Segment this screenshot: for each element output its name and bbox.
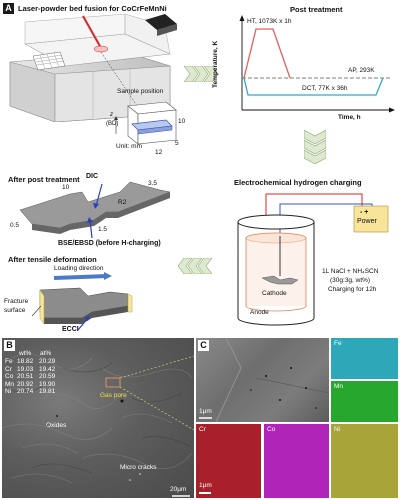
chevron-down-icon — [304, 130, 326, 164]
eds-label-cr: Cr — [199, 426, 206, 433]
eds-label-fe: Fe — [334, 340, 342, 347]
panel-c: C 1μm Fe Mn Cr 1μm Co Ni — [196, 338, 398, 498]
panel-a-label: A — [3, 3, 14, 14]
comp-header-at: at% — [40, 350, 52, 357]
ht-label: HT, 1073K x 1h — [247, 18, 292, 25]
x-axis-label: Time, h — [338, 114, 361, 121]
comp-header-wt: wt% — [19, 350, 32, 357]
gas-pore-label: Gas pore — [100, 392, 127, 399]
solution-line-1: 1L NaCl + NH₄SCN — [322, 268, 379, 275]
dim-10: 10 — [178, 118, 186, 125]
dim-3-5: 3.5 — [148, 180, 158, 187]
ap-label: AP, 293K — [348, 67, 375, 74]
sample-box-diagram — [114, 101, 177, 145]
sample-position-label: Sample position — [117, 88, 164, 95]
panel-b-label: B — [4, 340, 15, 351]
cathode-label: Cathode — [262, 290, 287, 297]
eds-label-co: Co — [267, 426, 276, 433]
surface-label: surface — [4, 307, 26, 314]
y-axis-label: Temperature, K — [212, 40, 219, 88]
scale-bar-c-main: 1μm — [199, 408, 212, 415]
dim-10-specimen: 10 — [62, 184, 70, 191]
scale-bar-c-small: 1μm — [199, 482, 212, 489]
ecci-label: ECCI — [62, 326, 79, 333]
solution-line-2: (30g:3g, wt%) — [330, 277, 371, 284]
chevron-left-icon — [178, 258, 212, 274]
power-label: Power — [357, 218, 377, 225]
panel-c-se-image: C 1μm — [196, 338, 329, 422]
solution-line-3: Charging for 12h — [328, 286, 377, 293]
loading-direction-label: Loading direction — [54, 265, 104, 272]
eds-map-co: Co — [264, 424, 329, 498]
fracture-label: Fracture — [4, 298, 29, 305]
panel-c-label: C — [198, 340, 209, 351]
oxides-label: Oxides — [46, 422, 67, 429]
eds-map-mn: Mn — [331, 381, 398, 422]
dim-1-5: 1.5 — [98, 226, 108, 233]
se-texture — [199, 338, 329, 422]
dct-label: DCT, 77K x 36h — [302, 85, 348, 92]
post-treatment-title: Post treatment — [290, 5, 343, 14]
scale-bar-b: 20μm — [170, 486, 187, 493]
bse-ebsd-label: BSE/EBSD (before H-charging) — [58, 240, 161, 247]
lpbf-machine-illustration — [9, 14, 177, 122]
dic-label: DIC — [86, 173, 99, 180]
fractured-specimen — [31, 272, 133, 331]
sem-texture — [2, 353, 194, 497]
dim-r2: R2 — [118, 199, 127, 206]
build-direction: (BD) — [106, 121, 119, 127]
post-treatment-chart — [239, 15, 395, 113]
lpbf-title: Laser-powder bed fusion for CoCrFeMnNi — [18, 4, 167, 13]
build-axis-z: z — [110, 112, 113, 118]
dim-5: 5 — [175, 140, 179, 147]
panel-a: A Laser-powder bed fusion for CoCrFeMnNi — [3, 3, 395, 333]
echc-title: Electrochemical hydrogen charging — [234, 178, 362, 187]
unit-label: Unit: mm — [116, 143, 142, 150]
dim-12: 12 — [155, 149, 163, 156]
after-post-title: After post treatment — [8, 175, 80, 184]
scale-bar-line — [199, 492, 211, 494]
electrochemical-cell-diagram — [237, 193, 389, 326]
chevron-right-icon — [184, 66, 218, 82]
eds-label-ni: Ni — [334, 426, 341, 433]
after-tensile-title: After tensile deformation — [8, 255, 97, 264]
dogbone-specimen — [19, 181, 171, 239]
power-sign: - + — [360, 209, 369, 216]
anode-label: Anode — [250, 309, 269, 316]
dim-0-5: 0.5 — [10, 222, 20, 229]
eds-map-ni: Ni — [331, 424, 398, 498]
eds-map-fe: Fe — [331, 338, 398, 379]
eds-map-cr: Cr 1μm — [196, 424, 261, 498]
eds-label-mn: Mn — [334, 383, 344, 390]
micro-cracks-label: Micro cracks — [120, 464, 157, 471]
